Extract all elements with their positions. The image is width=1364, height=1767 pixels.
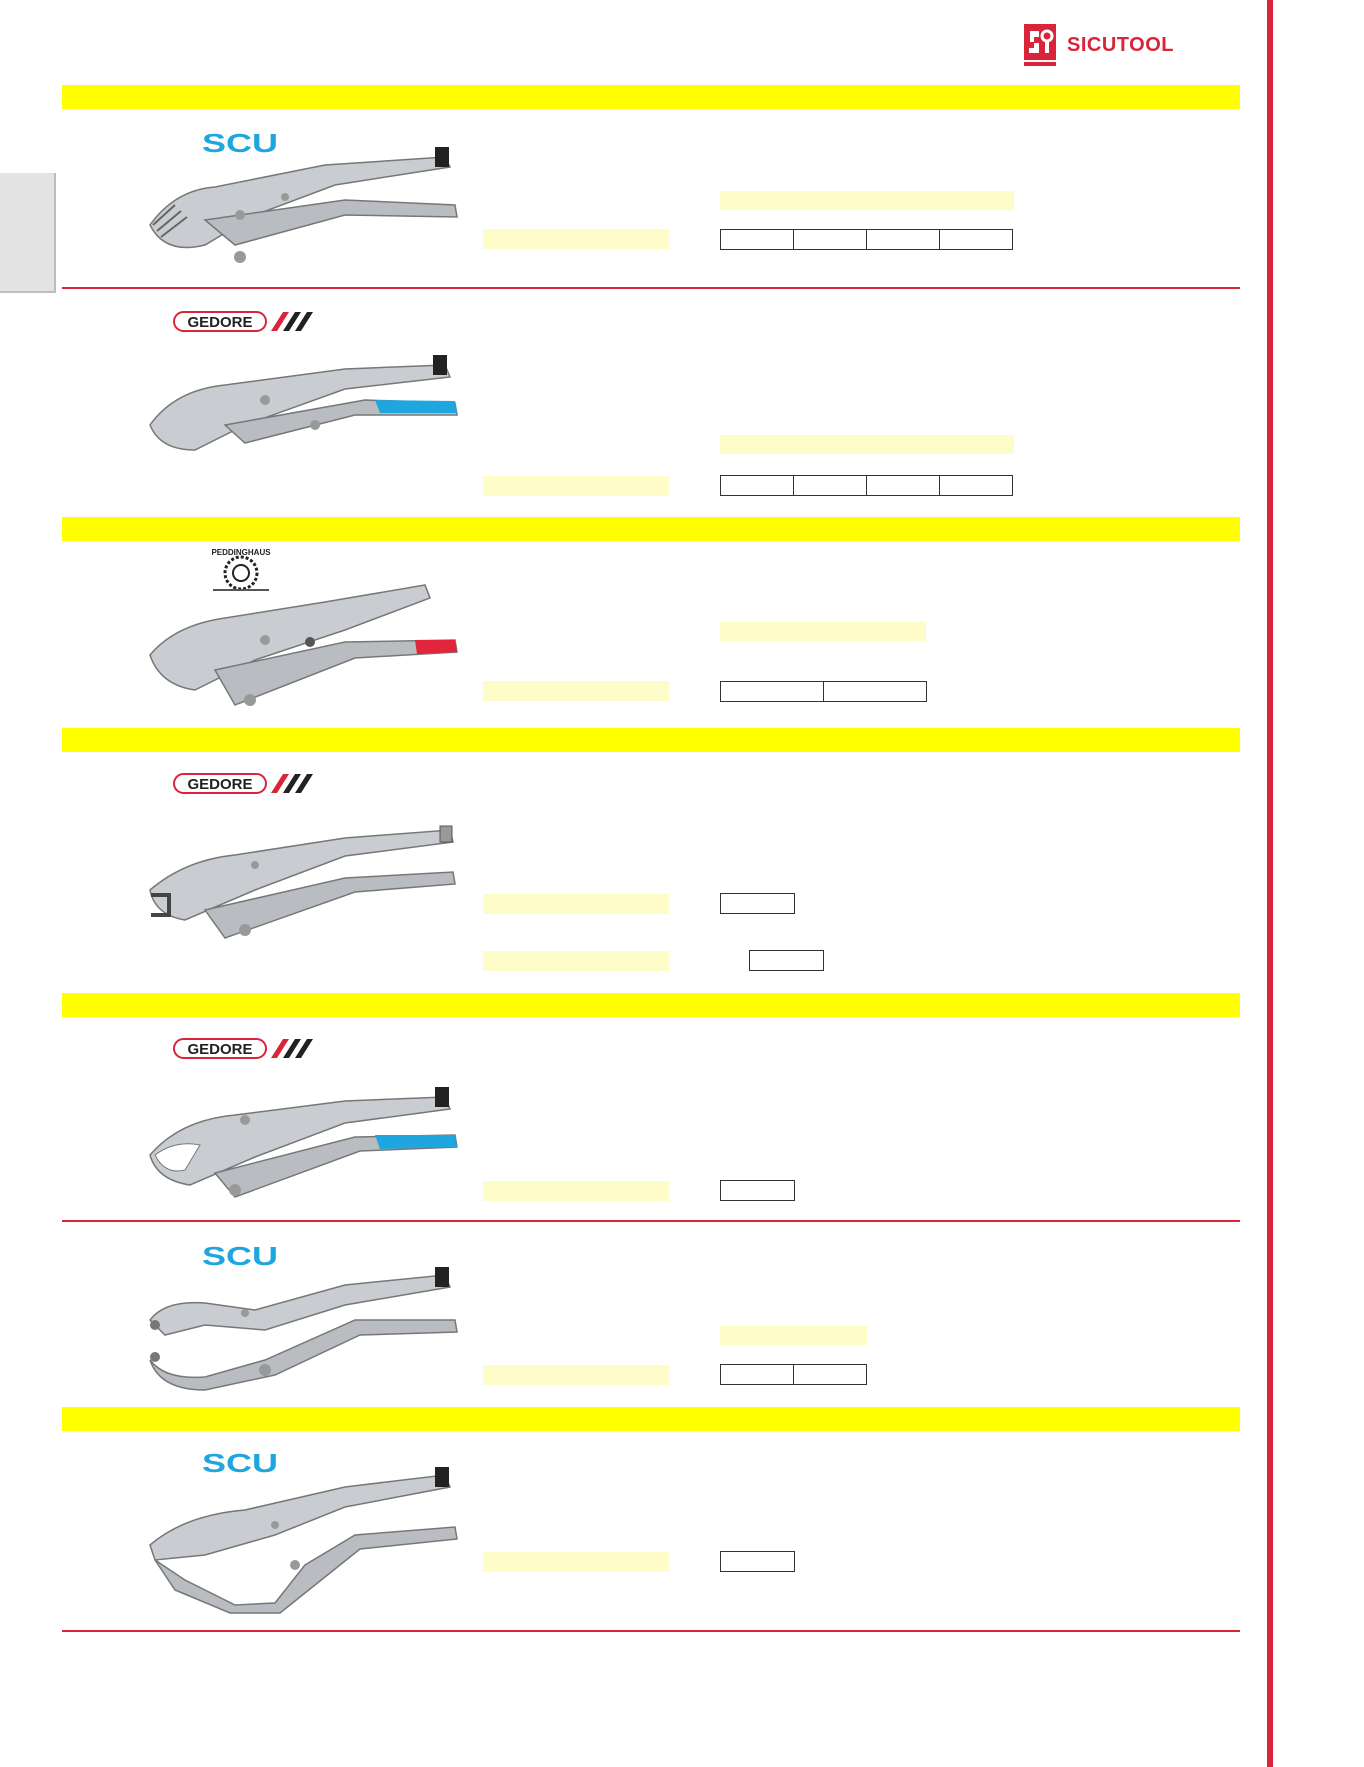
spec-cell: [720, 681, 824, 702]
locking-plier-image: [149, 1087, 458, 1198]
scu-logo-text: SCU: [202, 1450, 278, 1474]
spec-label-bar: [483, 1365, 669, 1385]
sicutool-logo: SICUTOOL: [1023, 22, 1213, 68]
spec-label-bar: [483, 681, 669, 701]
spec-cell: [866, 475, 940, 496]
spec-table: [720, 1180, 795, 1201]
locking-plier-image: [149, 147, 458, 263]
section-divider-1: [62, 287, 1240, 289]
peddinghaus-logo-icon: PEDDINGHAUS: [211, 548, 271, 591]
spec-cell: [823, 681, 927, 702]
spec-cell: [749, 950, 824, 971]
spec-label-bar: [483, 1552, 669, 1572]
page-margin-line: [1267, 0, 1273, 1767]
scu-logo-icon: SCU: [202, 130, 278, 154]
spec-table: [720, 475, 1013, 496]
spec-table: [720, 681, 927, 702]
scu-logo-text: SCU: [202, 130, 278, 154]
spec-cell: [720, 1180, 795, 1201]
spec-cell: [793, 475, 867, 496]
sicutool-logo-icon: [1024, 24, 1056, 66]
scu-logo-icon: SCU: [202, 1450, 278, 1474]
locking-plier-image: [149, 584, 458, 706]
gedore-logo-icon: GEDORE: [173, 773, 313, 794]
section-band-2: [62, 517, 1240, 541]
spec-cell: [720, 1551, 795, 1572]
section-divider-2: [62, 1220, 1240, 1222]
gedore-logo-text: GEDORE: [187, 314, 252, 331]
spec-table: [749, 950, 824, 971]
spec-cell: [866, 229, 940, 250]
scu-logo-text: SCU: [202, 1243, 278, 1267]
locking-plier-image: [149, 355, 458, 451]
spec-label-bar: [483, 476, 669, 496]
gedore-logo-text: GEDORE: [187, 1041, 252, 1058]
spec-header-bar: [720, 435, 1014, 454]
section-tab: [0, 173, 56, 293]
spec-cell: [720, 229, 794, 250]
spec-label-bar: [483, 1181, 669, 1201]
spec-table: [720, 1551, 795, 1572]
gedore-logo-icon: GEDORE: [173, 311, 313, 332]
gedore-logo-text: GEDORE: [187, 776, 252, 793]
spec-table: [720, 229, 1013, 250]
spec-cell: [720, 1364, 794, 1385]
spec-cell: [939, 475, 1013, 496]
spec-cell: [793, 1364, 867, 1385]
spec-cell: [939, 229, 1013, 250]
spec-header-bar: [720, 191, 1014, 210]
sicutool-logo-text: SICUTOOL: [1067, 33, 1174, 56]
spec-label-bar: [483, 229, 669, 249]
spec-label-bar: [483, 894, 669, 914]
spec-cell: [793, 229, 867, 250]
scu-logo-icon: SCU: [202, 1243, 278, 1267]
spec-table: [720, 1364, 867, 1385]
spec-cell: [720, 475, 794, 496]
section-band-3: [62, 728, 1240, 752]
spec-label-bar: [483, 951, 669, 971]
section-band-4: [62, 993, 1240, 1017]
spec-header-bar: [720, 1326, 867, 1345]
spec-header-bar: [720, 622, 926, 641]
peddinghaus-logo-text: PEDDINGHAUS: [211, 548, 271, 557]
spec-cell: [720, 893, 795, 914]
section-divider-3: [62, 1630, 1240, 1632]
section-band-1: [62, 85, 1240, 109]
spec-table: [720, 893, 795, 914]
locking-plier-image: [149, 1467, 458, 1614]
locking-plier-image: [149, 1267, 458, 1391]
locking-plier-image: [149, 825, 456, 939]
gedore-logo-icon: GEDORE: [173, 1038, 313, 1059]
section-band-5: [62, 1407, 1240, 1431]
